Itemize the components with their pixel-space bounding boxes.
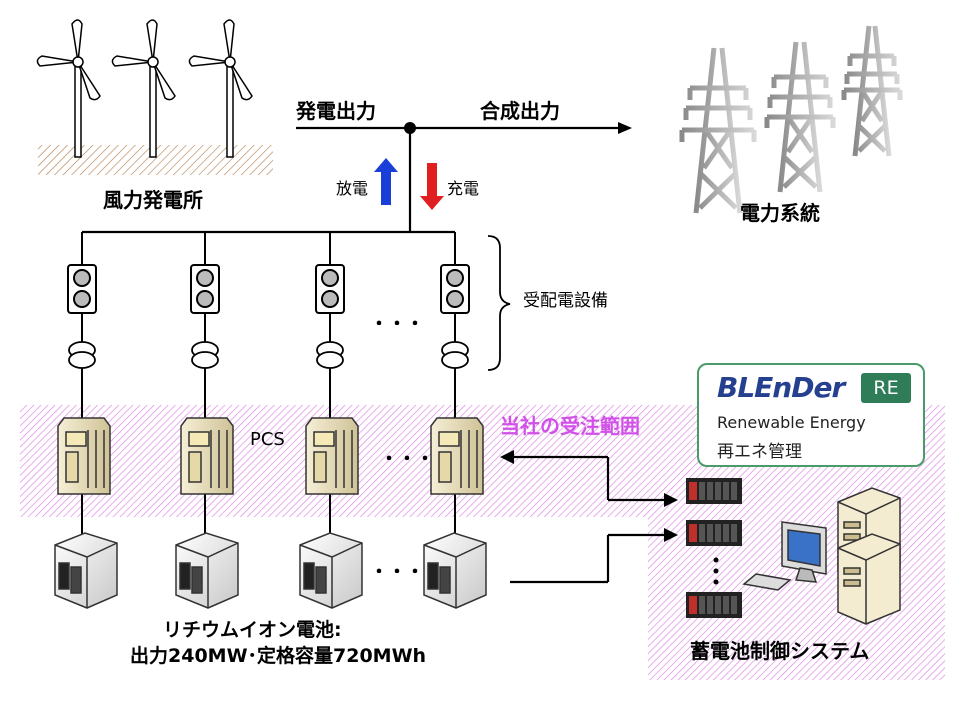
breaker-icon xyxy=(67,264,470,314)
transformer-icon xyxy=(68,341,469,369)
control-link xyxy=(510,455,665,584)
output-line xyxy=(296,126,620,232)
pcs-unit-icon xyxy=(57,417,484,495)
server-icon xyxy=(837,487,901,625)
controller-icon xyxy=(686,478,742,618)
blender-re-box: BLEnDer RE Renewable Energy 再エネ管理 xyxy=(697,363,925,467)
pcs-label: PCS xyxy=(250,429,285,450)
control-arrow-right-bottom xyxy=(664,528,678,542)
power-grid-label: 電力系統 xyxy=(740,201,820,225)
equipment-bracket xyxy=(487,235,511,371)
charge-arrow xyxy=(420,163,444,210)
generation-output-label: 発電出力 xyxy=(296,99,376,123)
power-tower-icon xyxy=(679,25,903,214)
battery-label-line1: リチウムイオン電池: xyxy=(163,619,342,641)
wind-farm-label: 風力発電所 xyxy=(103,188,203,212)
blender-subtitle-jp: 再エネ管理 xyxy=(717,442,802,462)
order-scope-label: 当社の受注範囲 xyxy=(500,414,640,438)
ellipsis-batteries: ・・・ xyxy=(370,562,424,583)
charge-label: 充電 xyxy=(447,179,480,198)
receiving-equipment-label: 受配電設備 xyxy=(523,291,608,311)
battery-label-line2: 出力240MW･定格容量720MWh xyxy=(130,645,427,667)
re-badge: RE xyxy=(861,373,911,403)
blender-subtitle: Renewable Energy xyxy=(717,413,866,432)
discharge-label: 放電 xyxy=(336,179,369,198)
control-arrow-right-top xyxy=(664,493,678,507)
output-arrow xyxy=(618,122,632,134)
discharge-arrow xyxy=(374,158,398,205)
blender-logo: BLEnDer xyxy=(717,371,845,404)
junction-dot xyxy=(404,122,416,134)
battery-unit-icon xyxy=(54,532,487,609)
control-system-label: 蓄電池制御システム xyxy=(690,639,870,663)
ellipsis-breakers: ・・・ xyxy=(370,314,424,335)
wind-farm-icon xyxy=(36,19,273,175)
combined-output-label: 合成出力 xyxy=(480,99,560,123)
monitor-icon xyxy=(742,521,827,591)
ellipsis-pcs: ・・・ xyxy=(380,449,434,470)
control-arrow-left xyxy=(500,450,514,464)
